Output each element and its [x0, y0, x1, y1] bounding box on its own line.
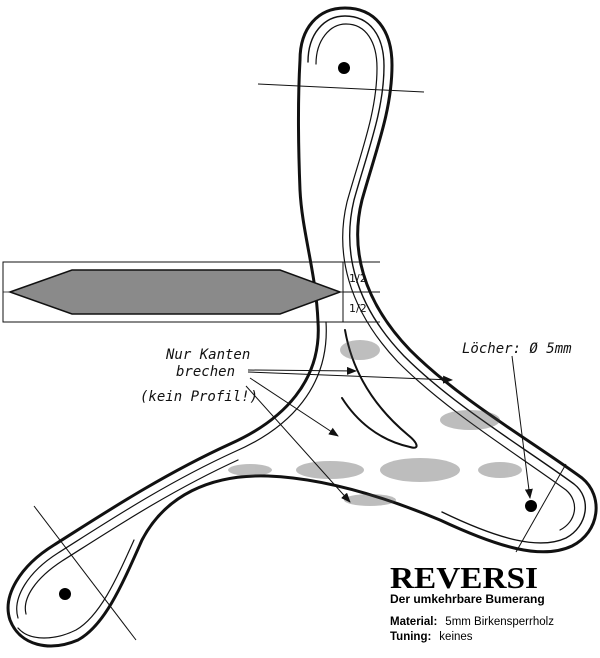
dim-label-lower: 1/2 — [349, 302, 367, 315]
center-line-right — [515, 463, 567, 553]
laminate-line-2 — [315, 23, 576, 531]
center-line-top — [257, 83, 425, 93]
laminate-line-3 — [16, 321, 327, 619]
material-label: Material: — [390, 616, 437, 628]
edge-note-line-1: Nur Kanten — [165, 347, 250, 363]
arrow-to-hole-right — [511, 355, 533, 499]
cross-section-profile — [7, 269, 343, 315]
arrow-to-elbow-inner — [247, 366, 357, 375]
boomerang-outer-edge — [6, 6, 598, 648]
cross-section: 1/2 1/2 — [2, 261, 380, 323]
hole-top — [338, 62, 350, 74]
center-line-left — [33, 505, 137, 641]
arrow-to-elbow-outer — [247, 371, 453, 384]
product-subtitle: Der umkehrbare Bumerang — [390, 592, 545, 606]
center-lines — [33, 83, 567, 641]
edge-note: Nur Kanten brechen (kein Profil!) — [140, 347, 258, 405]
material-line: Material: 5mm Birkensperrholz — [390, 612, 554, 629]
laminate-line-1 — [307, 15, 587, 544]
tuning-value: keines — [439, 631, 472, 643]
holes-note: Löcher: Ø 5mm — [462, 341, 572, 357]
product-name: REVERSI — [390, 560, 538, 595]
title-block: REVERSI Der umkehrbare Bumerang Material… — [390, 560, 554, 644]
tuning-line: Tuning: keines — [390, 627, 473, 644]
laminate-line-5 — [17, 539, 135, 639]
hole-left — [59, 588, 71, 600]
edge-note-line-3: (kein Profil!) — [140, 389, 258, 405]
hole-right — [525, 500, 537, 512]
material-value: 5mm Birkensperrholz — [445, 616, 554, 628]
leader-arrows — [245, 355, 533, 503]
tuning-label: Tuning: — [390, 631, 431, 643]
dim-label-upper: 1/2 — [349, 272, 367, 285]
laminate-line-4 — [24, 459, 239, 615]
boomerang-outline — [6, 6, 598, 648]
arrow-to-lower-arm — [245, 385, 351, 503]
edge-note-line-2: brechen — [176, 364, 235, 380]
arrow-to-groove — [249, 377, 339, 437]
grain-shading — [228, 340, 522, 506]
elbow-groove — [341, 329, 418, 449]
